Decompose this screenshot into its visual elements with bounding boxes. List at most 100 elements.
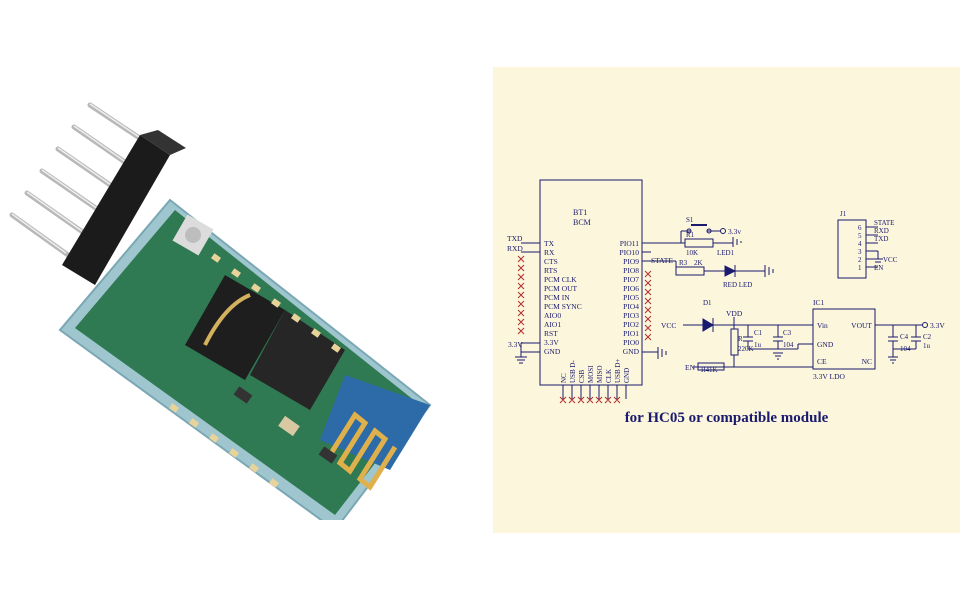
bt1-pin-pio10: PIO10 [619,248,639,257]
bt1-pin-pcm-out: PCM OUT [544,284,578,293]
bt1-pin-rst: RST [544,329,558,338]
bt1-pin-nc: NC [560,373,568,383]
bt1-pin-pio4: PIO4 [623,302,639,311]
schematic-panel: BT1 BCM TX RX CTS RTS PCM CLK PCM OUT PC… [493,67,960,533]
bt1-name: BCM [573,218,591,227]
bt1-pin-rx: RX [544,248,555,257]
schematic-diagram: BT1 BCM TX RX CTS RTS PCM CLK PCM OUT PC… [507,179,945,404]
part-r-value: 220K [738,345,754,353]
part-c4-value: 104 [900,345,911,353]
j1-pin-2: 2 [858,256,862,264]
j1-body [837,219,867,279]
part-led1: LED1 [717,249,735,257]
part-r3-value: 2K [694,259,703,267]
part-r1: R1 [686,231,695,239]
pin-header-housing [62,135,170,285]
part-r4: R4 [701,366,710,374]
part-r4-value: 1K [709,366,718,374]
bt1-pin-gnd-bottom: GND [623,368,631,383]
j1-pin-4: 4 [858,240,862,248]
bt1-pin-pio1: PIO1 [623,329,639,338]
bt1-pin-mosi: MOSI [587,365,595,383]
part-d1: D1 [703,299,712,307]
bt1-pin-csb: CSB [578,369,586,383]
bt1-pin-rts: RTS [544,266,557,275]
j1-pin-6: 6 [858,224,862,232]
ic1-pin-gnd: GND [817,340,834,349]
net-txd: TXD [507,234,523,243]
net-3v3-top: 3.3v [728,227,741,236]
j1-label-state: STATE [874,219,894,227]
bt1-pin-pcm-sync: PCM SYNC [544,302,582,311]
bt1-pin-aio0: AIO0 [544,311,561,320]
hc05-module-photo [9,102,432,520]
ic1-name: 3.3V LDO [813,372,846,381]
bt1-pin-pio9: PIO9 [623,257,639,266]
part-r: R [738,335,743,343]
bt1-pin-pio2: PIO2 [623,320,639,329]
bt1-pin-usb-dplus: USB D+ [614,359,622,383]
net-rxd: RXD [507,244,523,253]
net-state: STATE [651,256,673,265]
bt1-body [539,179,643,386]
ic1-body [812,308,876,370]
part-r3: R3 [679,259,688,267]
bt1-pin-gnd-left: GND [544,347,561,356]
part-c4: C4 [900,333,909,341]
bt1-pin-pio7: PIO7 [623,275,639,284]
bt1-pin-pcm-in: PCM IN [544,293,570,302]
part-c2-value: 1u [923,342,931,350]
ic1-pin-vin: Vin [817,321,828,330]
bt1-pin-aio1: AIO1 [544,320,561,329]
ic1-ref: IC1 [813,298,825,307]
part-c3: C3 [783,329,792,337]
bt1-pin-clk: CLK [605,369,613,383]
bt1-pin-miso: MISO [596,365,604,383]
part-r1-value: 10K [686,249,698,257]
bt1-pin-usb-dminus: USB D- [569,360,577,383]
bt1-pin-pio6: PIO6 [623,284,639,293]
ic1-pin-nc: NC [862,357,872,366]
part-red-led: RED LED [723,281,752,289]
j1-label-vcc: VCC [883,256,898,264]
bt1-pin-pio5: PIO5 [623,293,639,302]
part-c1: C1 [754,329,763,337]
bt1-bottom-pins: NC USB D- CSB MOSI MISO CLK USB D+ GND [560,359,631,383]
part-c3-value: 104 [783,341,794,349]
bt1-pin-pio3: PIO3 [623,311,639,320]
bt1-pin-pio11: PIO11 [620,239,640,248]
bluetooth-chip [250,310,345,410]
j1-label-rxd: RXD [874,227,889,235]
net-vcc: VCC [661,321,676,330]
net-3v3-left: 3.3V [508,340,523,349]
antenna-area [320,375,430,470]
part-c2: C2 [923,333,932,341]
edge-pads [169,253,341,488]
schematic-caption: for HC05 or compatible module [624,410,829,426]
bt1-pin-gnd-right: GND [623,347,640,356]
bt1-pin-pcm-clk: PCM CLK [544,275,577,284]
part-c1-value: 1u [754,341,762,349]
net-en: EN [685,363,696,372]
j1-pin-3: 3 [858,248,862,256]
ic1-pin-ce: CE [817,357,827,366]
j1-label-en: EN [874,264,883,272]
bt1-pin-pio0: PIO0 [623,338,639,347]
bt1-pin-tx: TX [544,239,555,248]
j1-label-txd: TXD [874,235,888,243]
firmware-chip [185,275,285,380]
net-vdd: VDD [726,309,743,318]
part-s1: S1 [686,216,694,224]
bt1-pin-3v3: 3.3V [544,338,559,347]
bt1-right-pins: PIO11 PIO10 PIO9 PIO8 PIO7 PIO6 PIO5 PIO… [619,239,639,356]
bt1-left-pins: TX RX CTS RTS PCM CLK PCM OUT PCM IN PCM… [544,239,582,356]
net-3v3-out: 3.3V [930,321,945,330]
ic1-pin-vout: VOUT [851,321,872,330]
j1-pin-5: 5 [858,232,862,240]
bt1-pin-pio8: PIO8 [623,266,639,275]
bt1-pin-cts: CTS [544,257,558,266]
j1-pin-1: 1 [858,264,862,272]
pcb-antenna [327,411,398,491]
bt1-ref: BT1 [573,208,587,217]
j1-ref: J1 [840,210,847,218]
